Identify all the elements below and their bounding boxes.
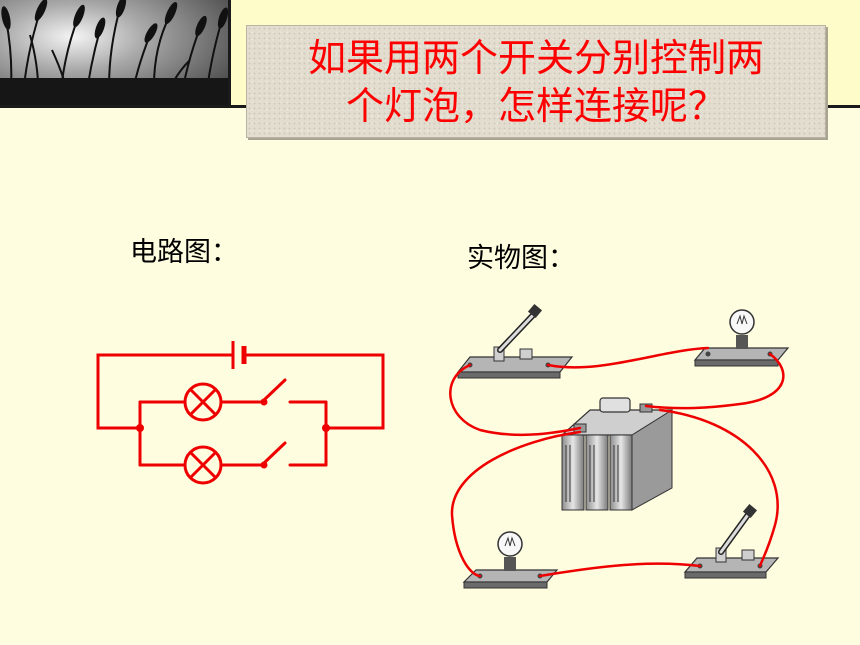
- lamp-symbol-icon-2: [183, 445, 223, 485]
- physical-label: 实物图：: [467, 243, 575, 274]
- bulb-icon: [693, 309, 790, 367]
- switch-symbol-icon: [262, 378, 287, 402]
- wire-switch1-battery: [449, 363, 582, 437]
- wire-battery-bulb2: [450, 430, 582, 578]
- schematic-label: 电路图：: [130, 237, 238, 268]
- wires: [449, 346, 785, 578]
- title-box: 如果用两个开关分别控制两 个灯泡，怎样连接呢？: [246, 25, 826, 138]
- wire-switch1-bulb1: [546, 346, 710, 369]
- knife-switch-icon: [456, 303, 574, 379]
- bulb-icon-2: [462, 531, 559, 589]
- title-line-1: 如果用两个开关分别控制两: [307, 36, 764, 80]
- wire-bulb2-switch2: [538, 562, 702, 578]
- wire-battery-switch2: [658, 408, 779, 568]
- lamp-symbol-icon: [183, 382, 223, 422]
- title-line-2: 个灯泡，怎样连接呢？: [345, 84, 726, 128]
- wire-bulb1-battery: [644, 352, 785, 410]
- outer-wire-left: [96, 353, 235, 430]
- outer-wire-right: [242, 353, 385, 430]
- switch-symbol-icon-2: [262, 441, 287, 465]
- battery-symbol-icon: [231, 341, 247, 369]
- header-divider: [228, 0, 231, 105]
- battery-pack-icon: [560, 397, 673, 511]
- wheat-field-photo: [0, 0, 228, 105]
- knife-switch-icon-2: [683, 503, 780, 579]
